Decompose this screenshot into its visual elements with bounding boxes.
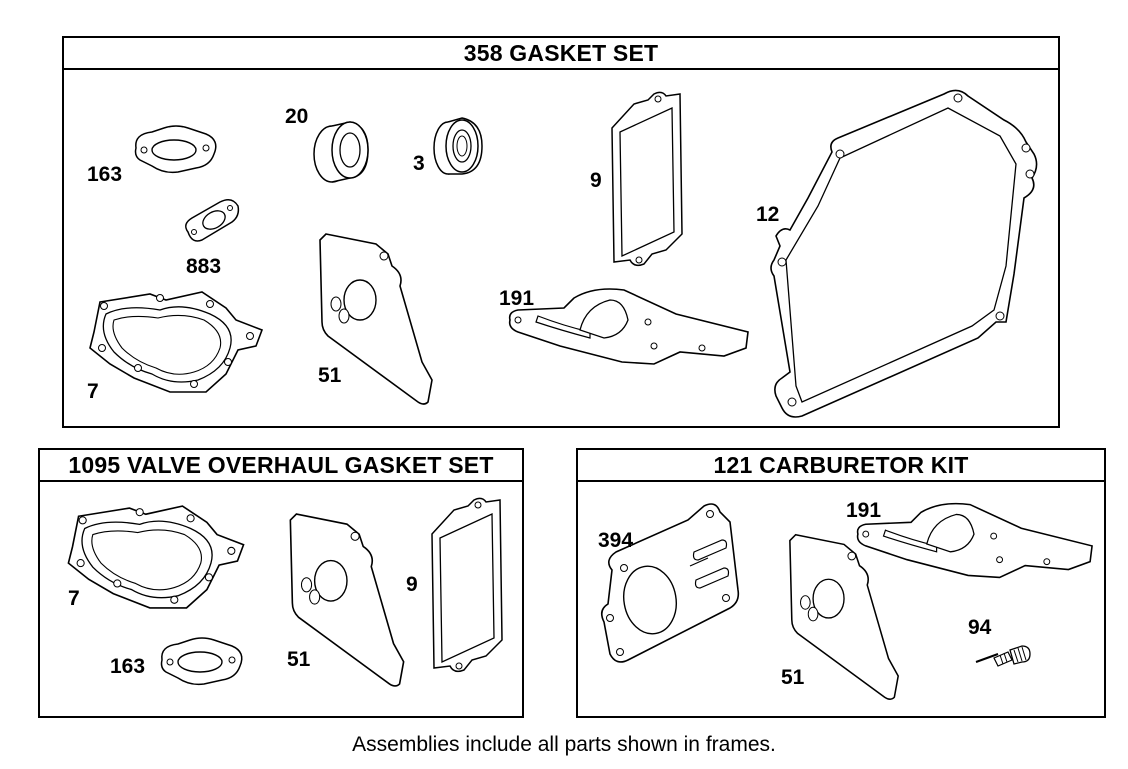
carb-kit-title: 121 CARBURETOR KIT <box>578 450 1104 482</box>
label-9: 9 <box>590 169 602 192</box>
gasket-9-drawing-2 <box>431 497 503 673</box>
label-883: 883 <box>186 255 222 278</box>
label-12: 12 <box>756 203 780 226</box>
carb-label-94: 94 <box>968 616 992 639</box>
gasket-51-drawing-3 <box>789 533 900 700</box>
label-191: 191 <box>499 287 535 310</box>
gasket-12-drawing <box>770 89 1038 418</box>
label-51: 51 <box>318 364 342 387</box>
assemblies-caption: Assemblies include all parts shown in fr… <box>352 733 776 756</box>
carb-label-191: 191 <box>846 499 882 522</box>
label-163: 163 <box>87 163 123 186</box>
valve-set-title: 1095 VALVE OVERHAUL GASKET SET <box>40 450 522 482</box>
gasket-51-drawing-2 <box>289 513 405 687</box>
gasket-394-drawing <box>600 503 740 663</box>
seal-20-drawing <box>313 121 369 183</box>
valve-label-9: 9 <box>406 573 418 596</box>
gasket-163-drawing <box>134 125 217 174</box>
gasket-163-drawing-2 <box>160 637 243 686</box>
screw-94-drawing <box>975 645 1031 667</box>
label-20: 20 <box>285 105 309 128</box>
gasket-51-drawing <box>319 233 433 405</box>
carb-label-51: 51 <box>781 666 805 689</box>
valve-label-51: 51 <box>287 648 311 671</box>
gasket-191-drawing-2 <box>856 502 1093 579</box>
valve-label-163: 163 <box>110 655 146 678</box>
gasket-9-drawing <box>611 91 683 267</box>
label-3: 3 <box>413 152 425 175</box>
valve-label-7: 7 <box>68 587 80 610</box>
head-gasket-7-drawing <box>89 291 264 393</box>
gasket-set-title: 358 GASKET SET <box>64 38 1058 70</box>
head-gasket-7-drawing-2 <box>67 505 245 609</box>
gasket-191-drawing <box>508 288 749 365</box>
gasket-883-drawing <box>185 199 240 242</box>
seal-3-drawing <box>433 117 483 175</box>
carb-label-394: 394 <box>598 529 634 552</box>
label-7: 7 <box>87 380 99 403</box>
